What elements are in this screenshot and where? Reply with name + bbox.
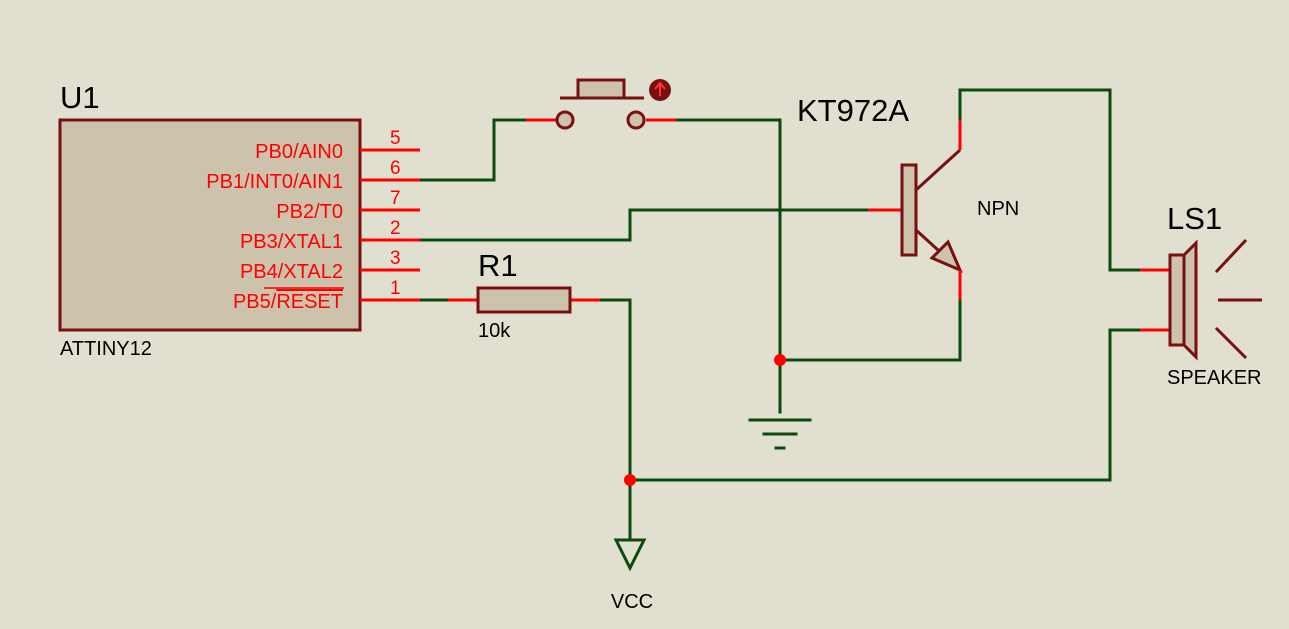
sound-waves-icon <box>1214 238 1262 360</box>
r1-ref: R1 <box>478 248 518 283</box>
pushbutton-switch <box>526 78 676 130</box>
q1-transistor: KT972A NPN <box>797 93 1019 300</box>
u1-pin-pb3-name: PB3/XTAL1 <box>240 231 343 253</box>
u1-pin-pb2-num: 7 <box>390 188 401 209</box>
u1-pin-pb0-num: 5 <box>390 128 401 149</box>
vcc-triangle <box>613 538 647 572</box>
ls1-speaker: LS1 SPEAKER <box>1140 201 1262 389</box>
junction-ground <box>774 354 786 366</box>
u1-pin-pb3-num: 2 <box>390 218 401 239</box>
switch-contact-left <box>555 110 575 130</box>
q1-type: NPN <box>977 198 1019 220</box>
u1-pin-pb2: PB2/T0 7 <box>276 188 420 223</box>
switch-actuator-glyph <box>654 81 666 96</box>
wire-r1-to-vcc <box>598 298 632 542</box>
r1-component: R1 10k <box>448 248 600 342</box>
u1-body <box>58 118 362 332</box>
wire-pb3-to-base <box>418 208 870 242</box>
junction-vcc <box>624 474 636 486</box>
ls1-ref: LS1 <box>1167 201 1222 236</box>
u1-pin-pb0-name: PB0/AIN0 <box>255 141 343 163</box>
vcc-power-symbol: VCC <box>611 538 653 613</box>
switch-contact-right <box>626 110 646 130</box>
u1-pin-pb4-num: 3 <box>390 248 401 269</box>
ground-symbol <box>748 418 812 450</box>
u1-pin-pb0: PB0/AIN0 5 <box>255 128 420 163</box>
q1-emitter-arrow <box>929 239 963 273</box>
wire-switch-to-ground <box>674 118 782 414</box>
q1-ref: KT972A <box>797 93 909 128</box>
u1-pin-pb1: PB1/INT0/AIN1 6 <box>206 158 420 193</box>
wire-collector-to-speaker <box>958 88 1142 272</box>
wire-speaker-to-vcc <box>628 328 1142 482</box>
u1-pin-pb3: PB3/XTAL1 2 <box>240 218 420 253</box>
u1-pin-pb5-name: PB5/RESET <box>233 291 343 313</box>
u1-pin-pb1-num: 6 <box>390 158 401 179</box>
u1-ref: U1 <box>60 80 100 115</box>
u1-pin-pb5-num: 1 <box>390 278 401 299</box>
ls1-part: SPEAKER <box>1167 367 1261 389</box>
r1-value: 10k <box>478 320 511 342</box>
ls1-cone <box>1182 239 1198 361</box>
wire-pb1-to-switch <box>418 118 528 182</box>
ls1-coil <box>1168 253 1186 347</box>
wire-emitter-to-ground <box>778 298 962 362</box>
u1-pin-pb4: PB4/XTAL2 3 <box>240 248 420 283</box>
r1-body <box>476 286 572 314</box>
u1-pin-pb4-name: PB4/XTAL2 <box>240 261 343 283</box>
u1-pin-pb1-name: PB1/INT0/AIN1 <box>206 171 343 193</box>
q1-base-bar <box>900 163 918 257</box>
u1-component: U1 ATTINY12 PB0/AIN0 5 PB1/INT0/AIN1 6 P… <box>58 80 420 360</box>
wires <box>418 88 1142 542</box>
u1-pin-pb5: PB5/RESET 1 <box>233 278 420 313</box>
vcc-label: VCC <box>611 591 653 613</box>
u1-part: ATTINY12 <box>60 338 152 360</box>
u1-pin-pb2-name: PB2/T0 <box>276 201 343 223</box>
